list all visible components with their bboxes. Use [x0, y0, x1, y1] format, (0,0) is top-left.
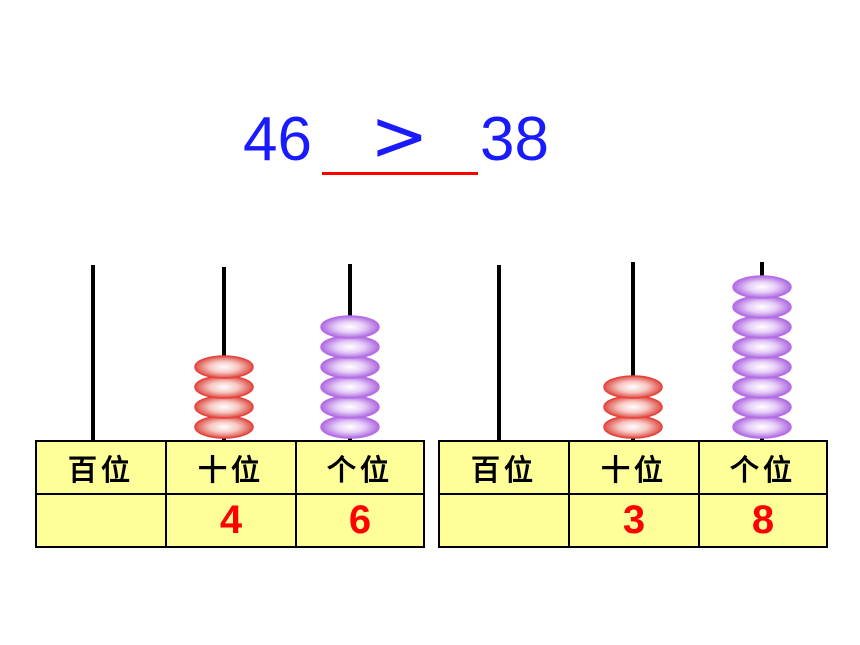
place-label: 百位 [35, 440, 167, 495]
left-number: 46 [243, 105, 312, 174]
purple-bead [732, 415, 792, 439]
red-bead [603, 395, 663, 419]
purple-bead [732, 375, 792, 399]
purple-bead [320, 335, 380, 359]
answer-blank [322, 172, 478, 175]
purple-bead [732, 335, 792, 359]
place-label: 十位 [165, 440, 297, 495]
place-label: 十位 [568, 440, 700, 495]
red-bead [194, 415, 254, 439]
purple-bead [732, 395, 792, 419]
red-bead [194, 375, 254, 399]
purple-bead [320, 355, 380, 379]
place-value: 8 [698, 493, 828, 548]
place-value [438, 493, 570, 548]
place-value: 4 [165, 493, 297, 548]
place-label: 个位 [698, 440, 828, 495]
purple-bead [320, 395, 380, 419]
place-value: 3 [568, 493, 700, 548]
purple-bead [320, 415, 380, 439]
red-bead [603, 375, 663, 399]
place-label: 个位 [295, 440, 425, 495]
purple-bead [732, 355, 792, 379]
purple-bead [320, 375, 380, 399]
purple-bead [732, 315, 792, 339]
red-bead [603, 415, 663, 439]
red-bead [194, 395, 254, 419]
comparison-symbol: > [370, 95, 429, 177]
right-number: 38 [480, 105, 549, 174]
red-bead [194, 355, 254, 379]
purple-bead [320, 315, 380, 339]
place-label: 百位 [438, 440, 570, 495]
purple-bead [732, 275, 792, 299]
place-value [35, 493, 167, 548]
place-value: 6 [295, 493, 425, 548]
purple-bead [732, 295, 792, 319]
